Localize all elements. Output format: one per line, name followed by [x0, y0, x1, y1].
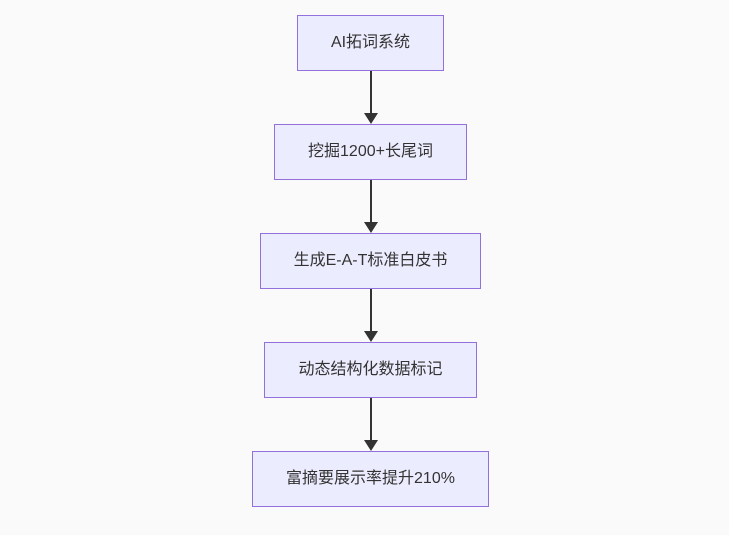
arrow-line [369, 398, 372, 441]
flow-node-ai-word-expansion: AI拓词系统 [296, 15, 445, 71]
flow-node-rich-snippet-result: 富摘要展示率提升210% [252, 451, 489, 507]
flow-node-longtail-mining: 挖掘1200+长尾词 [274, 124, 467, 180]
flow-node-label: AI拓词系统 [330, 34, 411, 51]
arrow-down-icon [363, 440, 378, 451]
flow-node-label: 生成E-A-T标准白皮书 [293, 252, 448, 269]
arrow-line [369, 289, 372, 332]
arrow-down-icon [363, 222, 378, 233]
flow-edge-4 [363, 398, 378, 451]
flow-node-label: 动态结构化数据标记 [298, 361, 443, 378]
arrow-line [369, 71, 372, 114]
arrow-down-icon [363, 113, 378, 124]
flow-node-structured-data: 动态结构化数据标记 [264, 342, 477, 398]
flow-edge-1 [363, 71, 378, 124]
arrow-down-icon [363, 331, 378, 342]
flow-node-label: 富摘要展示率提升210% [286, 470, 455, 487]
arrow-line [369, 180, 372, 223]
flowchart-canvas: AI拓词系统 挖掘1200+长尾词 生成E-A-T标准白皮书 动态结构化数据标记… [6, 0, 729, 535]
flow-edge-2 [363, 180, 378, 233]
flow-edge-3 [363, 289, 378, 342]
flow-node-eat-whitepaper: 生成E-A-T标准白皮书 [259, 233, 482, 289]
flow-node-label: 挖掘1200+长尾词 [308, 143, 433, 160]
